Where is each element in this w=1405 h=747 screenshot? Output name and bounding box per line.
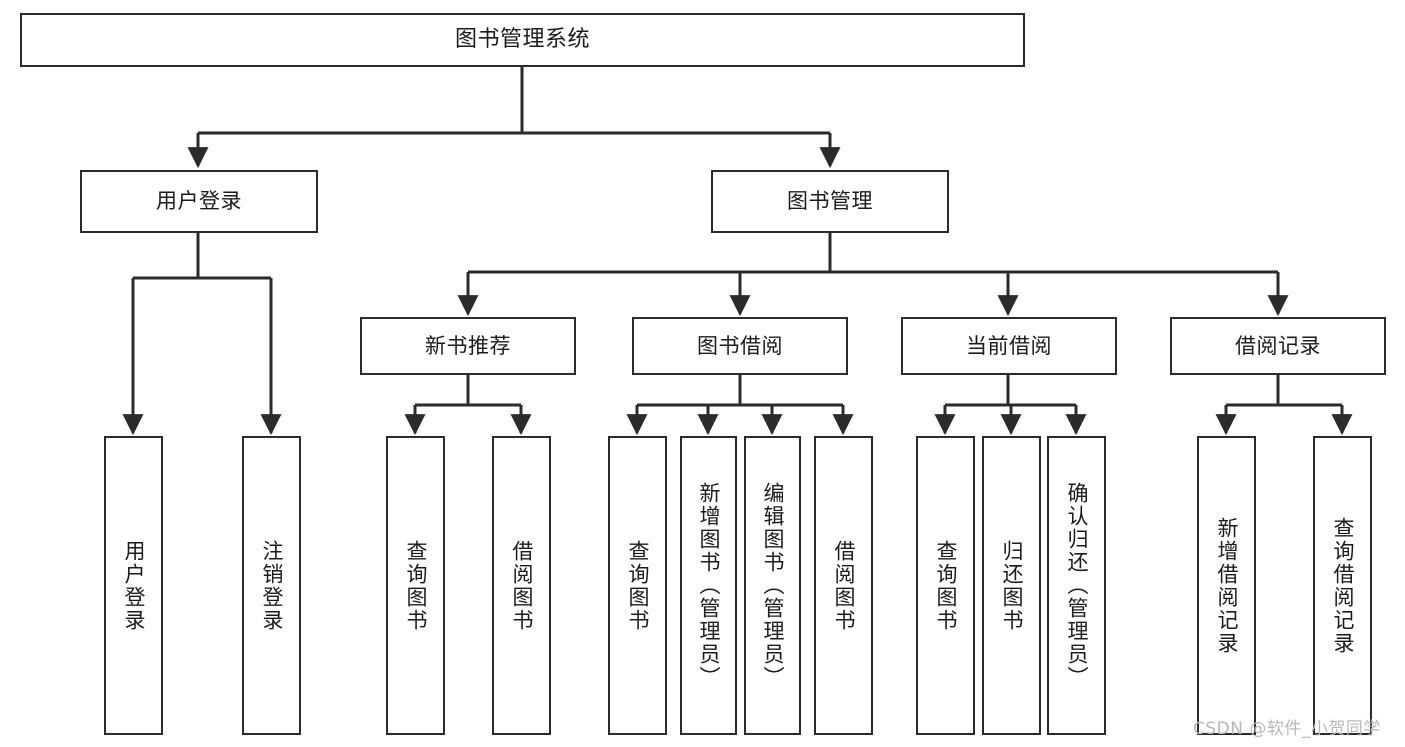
node-label: 借阅图书 (832, 539, 856, 632)
node-user-login[interactable]: 用户登录 (80, 170, 318, 233)
node-label: 查询借阅记录 (1331, 516, 1355, 655)
node-label: 图书管理 (787, 189, 873, 214)
leaf-query-book-current[interactable]: 查询图书 (916, 436, 975, 735)
node-label: 新增图书（管理员） (697, 482, 721, 689)
csdn-watermark: CSDN @软件_小贺同学 (1193, 719, 1381, 739)
leaf-return-book[interactable]: 归还图书 (982, 436, 1041, 735)
node-label: 新书推荐 (425, 333, 511, 358)
node-label: 当前借阅 (966, 333, 1052, 358)
node-label: 注销登录 (260, 539, 284, 632)
leaf-borrow-book[interactable]: 借阅图书 (814, 436, 873, 735)
node-label: 图书管理系统 (454, 27, 590, 53)
node-label: 查询图书 (404, 539, 428, 632)
node-label: 查询图书 (626, 539, 650, 632)
leaf-query-borrow-record[interactable]: 查询借阅记录 (1313, 436, 1372, 735)
node-label: 用户登录 (156, 189, 242, 214)
node-label: 编辑图书（管理员） (761, 482, 785, 689)
node-borrow-record[interactable]: 借阅记录 (1170, 317, 1386, 375)
node-label: 查询图书 (934, 539, 958, 632)
node-new-book-recommend[interactable]: 新书推荐 (360, 317, 576, 375)
node-label: 归还图书 (1000, 539, 1024, 632)
leaf-logout[interactable]: 注销登录 (242, 436, 301, 735)
node-label: 新增借阅记录 (1215, 516, 1239, 655)
node-label: 借阅记录 (1235, 333, 1321, 358)
leaf-add-book-admin[interactable]: 新增图书（管理员） (680, 436, 737, 735)
node-book-borrow[interactable]: 图书借阅 (632, 317, 848, 375)
leaf-query-book-new[interactable]: 查询图书 (386, 436, 445, 735)
node-label: 借阅图书 (510, 539, 534, 632)
node-label: 用户登录 (122, 539, 146, 632)
leaf-borrow-book-new[interactable]: 借阅图书 (492, 436, 551, 735)
node-root-book-management-system[interactable]: 图书管理系统 (20, 13, 1025, 67)
node-label: 确认归还（管理员） (1065, 482, 1089, 689)
node-label: 图书借阅 (697, 333, 783, 358)
leaf-query-book-borrow[interactable]: 查询图书 (608, 436, 667, 735)
leaf-edit-book-admin[interactable]: 编辑图书（管理员） (744, 436, 801, 735)
leaf-confirm-return-admin[interactable]: 确认归还（管理员） (1047, 436, 1106, 735)
leaf-add-borrow-record[interactable]: 新增借阅记录 (1197, 436, 1256, 735)
leaf-user-login[interactable]: 用户登录 (104, 436, 163, 735)
node-current-borrow[interactable]: 当前借阅 (901, 317, 1117, 375)
node-book-management[interactable]: 图书管理 (711, 170, 949, 233)
